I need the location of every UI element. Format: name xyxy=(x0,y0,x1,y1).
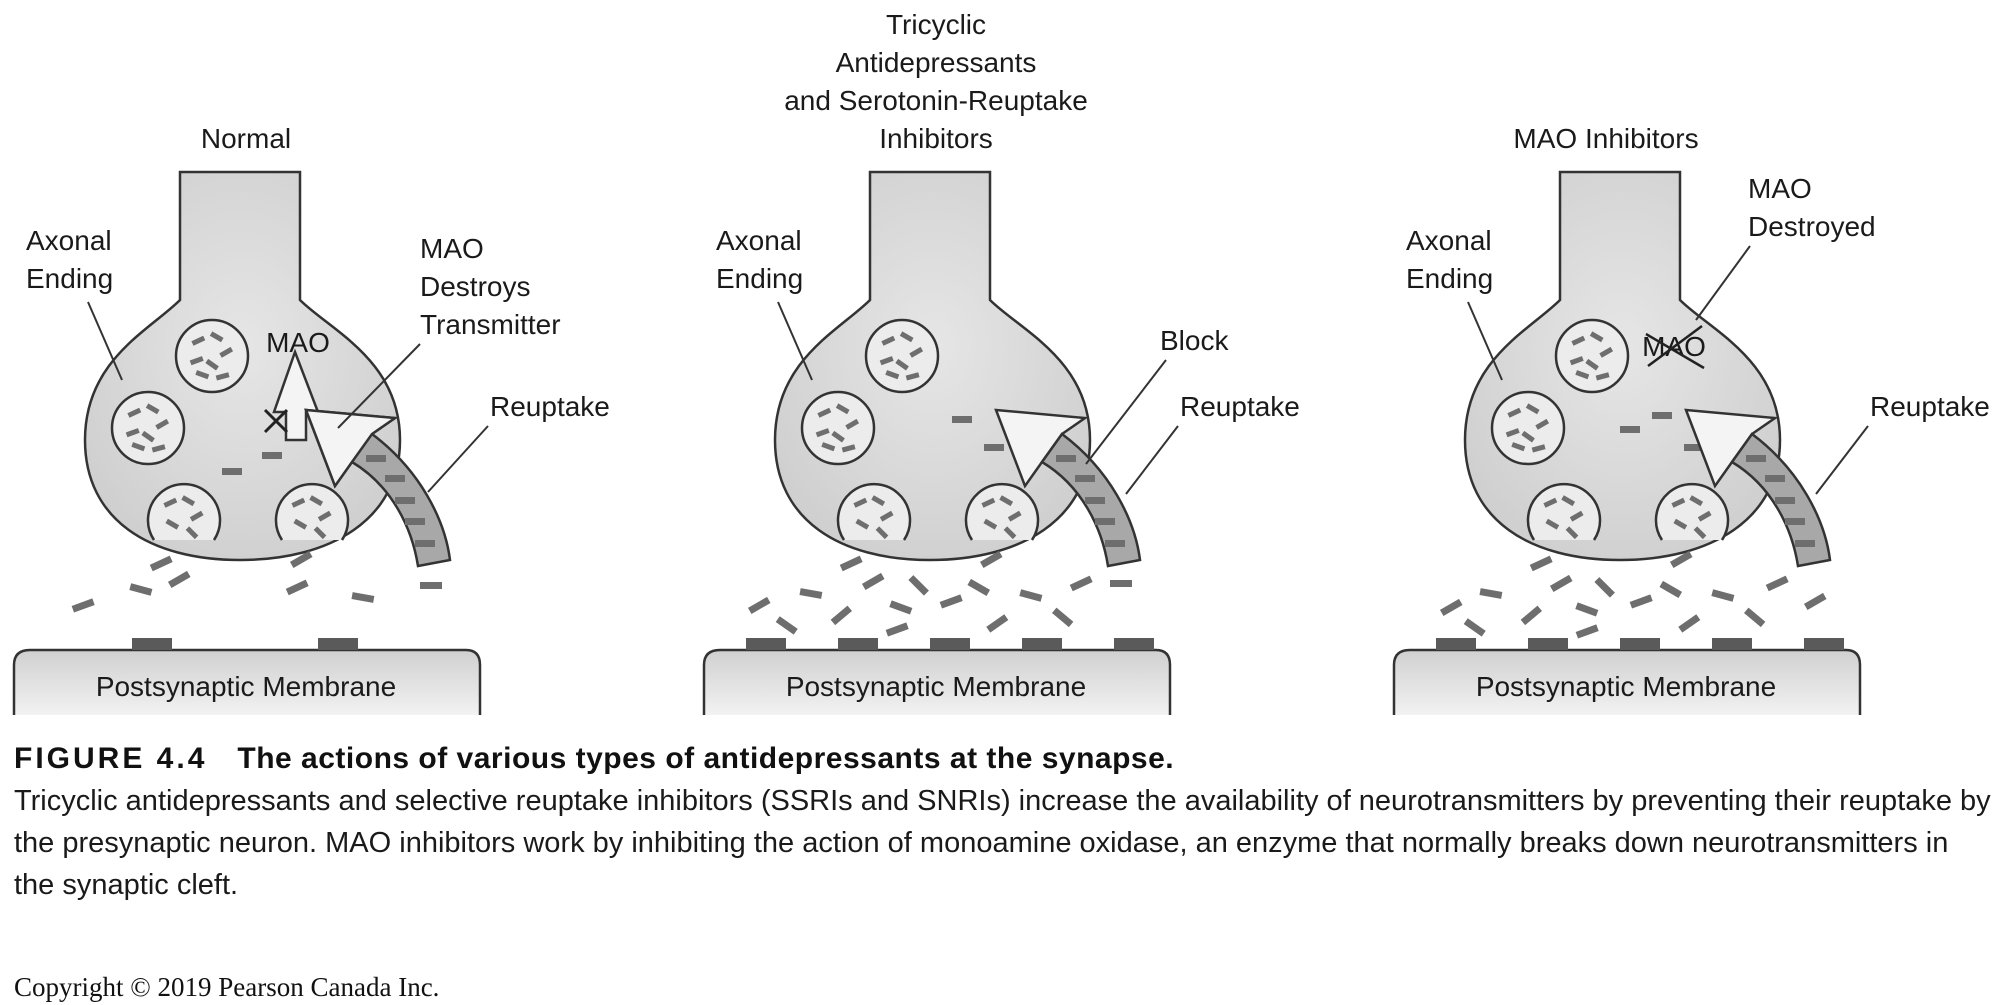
leader-line xyxy=(1695,245,1751,321)
leader-line xyxy=(1467,301,1503,381)
block-label: Block xyxy=(1160,325,1229,356)
leader-line xyxy=(1085,359,1167,465)
mao-note-line2: Destroys xyxy=(420,271,530,302)
reuptake-label: Reuptake xyxy=(490,391,610,422)
cleft-transmitters xyxy=(1439,550,1827,639)
reuptake-label: Reuptake xyxy=(1870,391,1990,422)
panel-title-line4: Inhibitors xyxy=(879,123,993,154)
destroyed-x-mark xyxy=(263,408,289,434)
panel-title-line2: Antidepressants xyxy=(836,47,1037,78)
membrane-label: Postsynaptic Membrane xyxy=(1476,671,1776,702)
leader-line xyxy=(777,301,813,381)
transmitter-molecules xyxy=(222,452,282,475)
mao-note-line1: MAO xyxy=(1748,173,1812,204)
mao-label: MAO xyxy=(266,327,330,358)
cleft-transmitters xyxy=(71,550,442,613)
figure-number: FIGURE 4.4 xyxy=(14,742,208,775)
membrane-label: Postsynaptic Membrane xyxy=(96,671,396,702)
axonal-label-line1: Axonal xyxy=(26,225,112,256)
membrane-label: Postsynaptic Membrane xyxy=(786,671,1086,702)
receptors xyxy=(1436,638,1844,650)
copyright-notice: Copyright © 2019 Pearson Canada Inc. xyxy=(14,972,440,1002)
leader-line xyxy=(87,301,123,381)
leader-line xyxy=(427,425,489,493)
vesicle xyxy=(864,318,940,394)
axonal-label-line2: Ending xyxy=(716,263,803,294)
mao-note-line3: Transmitter xyxy=(420,309,561,340)
figure-caption: FIGURE 4.4 The actions of various types o… xyxy=(14,742,1994,906)
panel-normal: Normal MAO Axonal Ending MAO xyxy=(12,123,610,717)
panel-title: Normal xyxy=(201,123,291,154)
panel-title: MAO Inhibitors xyxy=(1513,123,1698,154)
vesicle xyxy=(110,390,186,466)
synapse-diagram: Normal MAO Axonal Ending MAO xyxy=(12,9,1990,717)
leader-line xyxy=(337,343,421,429)
transmitter-molecules xyxy=(1620,412,1704,451)
vesicle xyxy=(174,318,250,394)
axonal-label-line2: Ending xyxy=(26,263,113,294)
figure-body-text: Tricyclic antidepressants and selective … xyxy=(14,785,1991,901)
panel-tricyclic: Tricyclic Antidepressants and Serotonin-… xyxy=(702,9,1300,717)
cleft-transmitters xyxy=(747,550,1132,637)
panel-title-line3: and Serotonin-Reuptake xyxy=(784,85,1088,116)
leader-line xyxy=(1125,425,1179,495)
receptors xyxy=(132,638,358,650)
vesicle xyxy=(1490,390,1566,466)
mao-note-line2: Destroyed xyxy=(1748,211,1876,242)
mao-crossed-out-mark xyxy=(1645,324,1705,370)
axonal-label-line1: Axonal xyxy=(716,225,802,256)
axonal-label-line1: Axonal xyxy=(1406,225,1492,256)
panel-title-line1: Tricyclic xyxy=(886,9,986,40)
panel-mao-inhibitors: MAO Inhibitors MAO Axonal Ending MAO Des… xyxy=(1392,123,1990,717)
receptors xyxy=(746,638,1154,650)
vesicle xyxy=(1554,318,1630,394)
reuptake-transmitters xyxy=(1056,455,1125,547)
reuptake-transmitters xyxy=(1746,455,1815,547)
leader-line xyxy=(1815,425,1869,495)
figure-heading: FIGURE 4.4 The actions of various types o… xyxy=(14,742,1994,776)
transmitter-molecules xyxy=(952,416,1004,451)
vesicle xyxy=(800,390,876,466)
mao-note-line1: MAO xyxy=(420,233,484,264)
reuptake-label: Reuptake xyxy=(1180,391,1300,422)
axonal-label-line2: Ending xyxy=(1406,263,1493,294)
figure-title: The actions of various types of antidepr… xyxy=(237,742,1175,775)
reuptake-transmitters xyxy=(366,455,435,547)
